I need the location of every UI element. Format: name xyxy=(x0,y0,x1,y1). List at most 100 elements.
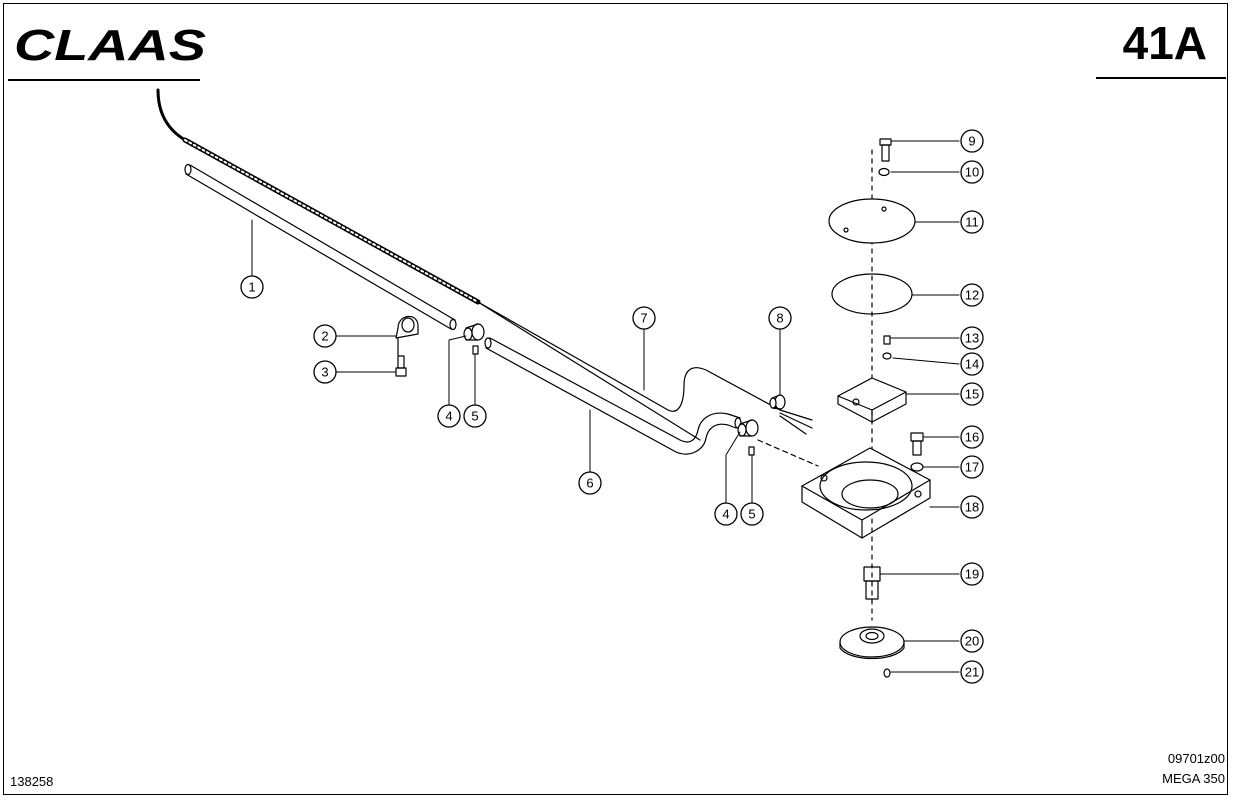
page-number: 41A xyxy=(1122,17,1207,69)
callout-circle xyxy=(578,471,602,495)
claas-logo: CLAAS xyxy=(14,21,206,68)
callout-bubble: 21 xyxy=(960,660,984,684)
housing-part-18 xyxy=(801,447,931,539)
callout-bubble: 5 xyxy=(740,502,764,526)
callout-circle xyxy=(714,502,738,526)
callout-bubble: 3 xyxy=(313,360,337,384)
callout-label: 2 xyxy=(321,329,328,344)
clamp-part-2 xyxy=(395,315,419,356)
doc-number: 138258 xyxy=(10,774,54,789)
leader-lines xyxy=(251,140,960,673)
tube-part-1 xyxy=(184,163,457,331)
callout-circle xyxy=(960,160,984,184)
callout-label: 5 xyxy=(471,409,478,424)
model-name: MEGA 350 xyxy=(1162,771,1225,786)
callout-label: 6 xyxy=(586,476,593,491)
cover-part-11 xyxy=(828,198,916,244)
callout-label: 8 xyxy=(776,311,783,326)
callout-bubble: 18 xyxy=(960,495,984,519)
callout-label: 4 xyxy=(722,507,729,522)
callout-label: 7 xyxy=(640,311,647,326)
callout-bubble: 10 xyxy=(960,160,984,184)
callout-circle xyxy=(960,495,984,519)
callout-label: 10 xyxy=(965,165,979,180)
callout-bubble: 20 xyxy=(960,629,984,653)
base-part-20 xyxy=(839,626,905,659)
callout-bubble: 7 xyxy=(632,306,656,330)
callout-bubble: 19 xyxy=(960,562,984,586)
callout-bubble: 16 xyxy=(960,425,984,449)
callout-circle xyxy=(960,425,984,449)
washer-part-17 xyxy=(910,462,924,472)
callout-label: 14 xyxy=(965,357,979,372)
callout-label: 9 xyxy=(968,134,975,149)
callout-circle xyxy=(960,210,984,234)
brand-wordmark: CLAAS xyxy=(14,21,206,68)
bolt-part-16 xyxy=(910,432,924,456)
tube-part-6 xyxy=(484,337,742,455)
alignment-line xyxy=(757,439,819,467)
grub-screw-part-5-lower xyxy=(748,446,755,456)
sheet-frame xyxy=(3,3,1228,795)
callout-bubble: 4 xyxy=(437,404,461,428)
callout-circle xyxy=(960,629,984,653)
callout-circle xyxy=(768,306,792,330)
callout-circle xyxy=(740,502,764,526)
callout-circle xyxy=(632,306,656,330)
callout-bubble: 6 xyxy=(578,471,602,495)
nut-part-21 xyxy=(883,668,891,678)
callout-circle xyxy=(463,404,487,428)
grub-screw-part-5-upper xyxy=(472,345,479,355)
callout-bubble: 17 xyxy=(960,455,984,479)
brand-underline xyxy=(8,79,200,81)
screw-part-13 xyxy=(883,335,891,345)
drawing-code: 09701z00 xyxy=(1167,751,1225,766)
callout-label: 18 xyxy=(965,500,979,515)
callout-label: 19 xyxy=(965,567,979,582)
callout-circle xyxy=(240,275,264,299)
callout-circle xyxy=(313,324,337,348)
callout-label: 21 xyxy=(965,665,979,680)
callout-label: 4 xyxy=(445,409,452,424)
callout-circle xyxy=(960,562,984,586)
callout-bubble: 1 xyxy=(240,275,264,299)
callout-circle xyxy=(960,129,984,153)
washer-part-10 xyxy=(878,167,890,177)
callout-bubble: 11 xyxy=(960,210,984,234)
callout-label: 20 xyxy=(965,634,979,649)
threaded-cable xyxy=(156,88,701,441)
callout-bubble: 9 xyxy=(960,129,984,153)
callout-circle xyxy=(960,352,984,376)
callout-circle xyxy=(960,455,984,479)
callout-bubble: 4 xyxy=(714,502,738,526)
callout-circle xyxy=(960,283,984,307)
callout-label: 13 xyxy=(965,331,979,346)
bushing-part-4-upper xyxy=(463,323,485,341)
callout-circle xyxy=(960,382,984,406)
callout-bubble: 8 xyxy=(768,306,792,330)
callout-label: 1 xyxy=(248,280,255,295)
page-number-underline xyxy=(1096,77,1226,79)
callout-bubble: 14 xyxy=(960,352,984,376)
cable-part-7 xyxy=(477,301,813,435)
bolt-part-9 xyxy=(879,138,892,162)
callout-label: 17 xyxy=(965,460,979,475)
callout-label: 3 xyxy=(321,365,328,380)
callout-label: 5 xyxy=(748,507,755,522)
callout-label: 11 xyxy=(965,215,979,230)
callout-bubble: 15 xyxy=(960,382,984,406)
callout-label: 12 xyxy=(965,288,979,303)
callout-circle xyxy=(960,326,984,350)
washer-part-14 xyxy=(882,352,892,360)
callout-circle xyxy=(437,404,461,428)
bushing-part-4-lower xyxy=(737,419,759,437)
callout-circle xyxy=(313,360,337,384)
callout-bubble: 12 xyxy=(960,283,984,307)
screw-part-3 xyxy=(395,355,407,377)
callout-label: 16 xyxy=(965,430,979,445)
callout-bubble: 13 xyxy=(960,326,984,350)
gasket-part-12 xyxy=(831,273,913,315)
